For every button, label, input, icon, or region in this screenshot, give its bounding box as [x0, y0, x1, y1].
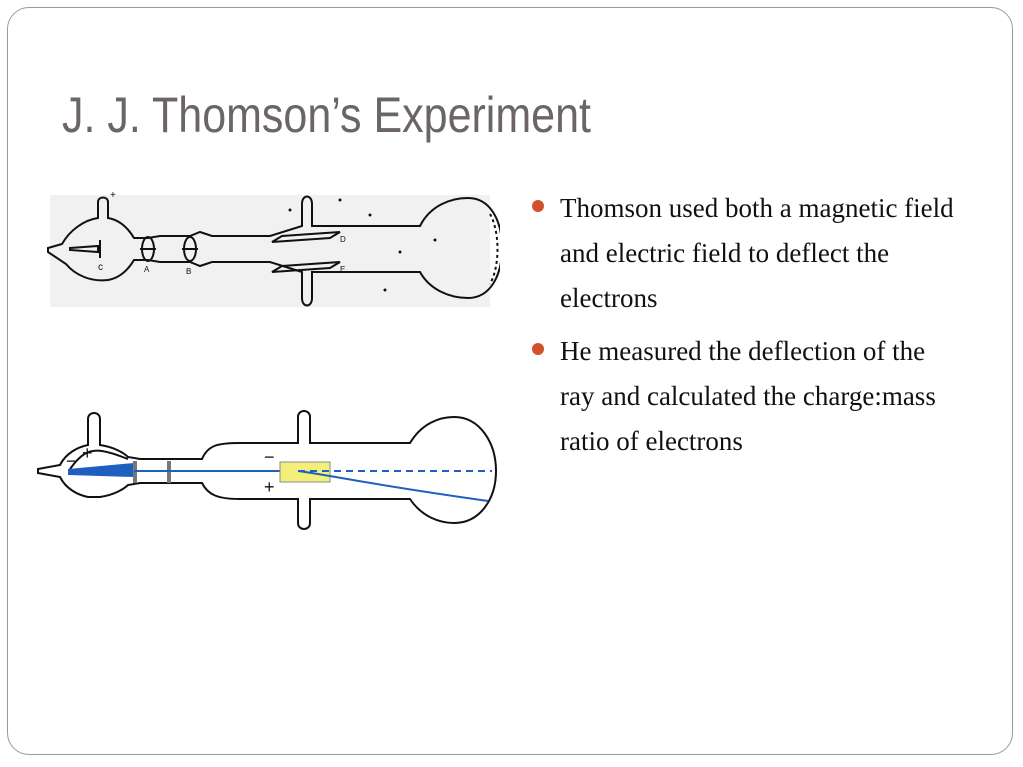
bullet-dot-icon [532, 200, 544, 212]
slide-frame [7, 7, 1013, 755]
label-plus: + [110, 190, 116, 201]
cathode-ray-tube-sketch: + c A B D E [47, 190, 500, 307]
label-minus-plate: − [264, 447, 275, 467]
bullet-text-2: He measured the deflection of the ray an… [560, 336, 936, 456]
bullet-item-1: Thomson used both a magnetic field and e… [532, 186, 962, 321]
label-c: c [98, 262, 103, 273]
slide-title: J. J. Thomson’s Experiment [62, 87, 591, 143]
bullet-item-2: He measured the deflection of the ray an… [532, 329, 962, 464]
deflected-path [297, 470, 489, 502]
tube-outline [47, 195, 500, 307]
label-minus-left: − [66, 451, 77, 471]
label-plus-plate: + [264, 477, 275, 497]
tube-outline-2 [37, 410, 498, 530]
bullet-dot-icon [532, 343, 544, 355]
bullet-text-1: Thomson used both a magnetic field and e… [560, 193, 954, 313]
bullet-list: Thomson used both a magnetic field and e… [532, 186, 962, 472]
label-b: B [186, 267, 191, 276]
sketch-dots [288, 198, 437, 292]
sketch-background [50, 195, 490, 307]
thomson-tube-diagram: − + − + [37, 410, 498, 530]
electron-beam-source [68, 463, 134, 477]
label-plus-left: + [82, 443, 93, 463]
label-a: A [144, 265, 150, 274]
label-d: D [340, 235, 346, 244]
label-e: E [340, 265, 345, 274]
